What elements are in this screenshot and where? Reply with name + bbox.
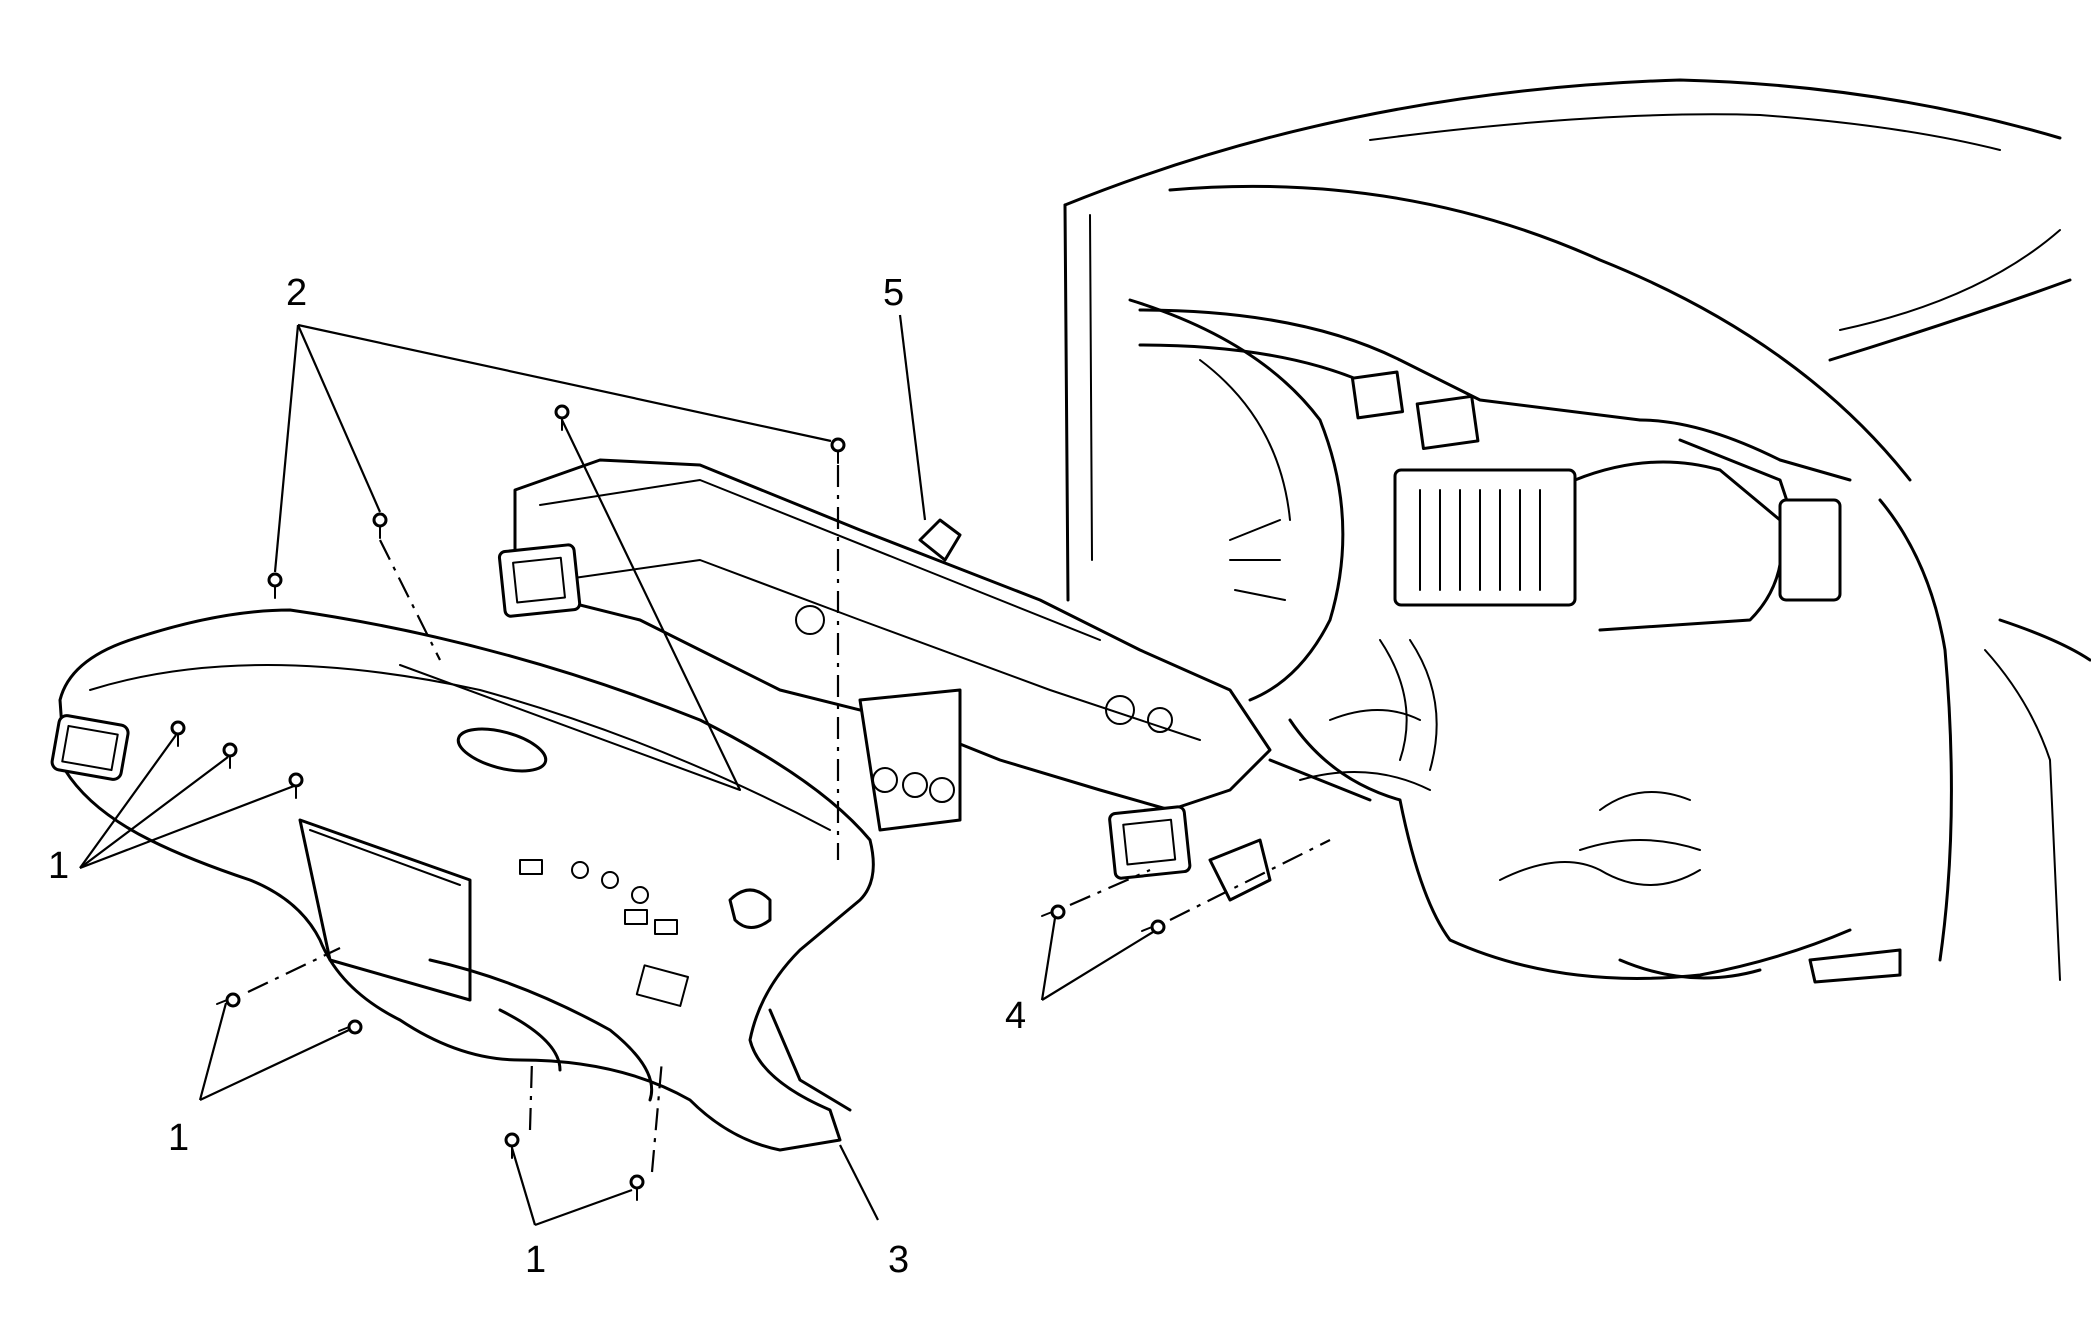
callout-4: 4 bbox=[1005, 995, 1026, 1037]
installation-lines bbox=[247, 465, 1331, 1173]
fastener bbox=[1141, 919, 1166, 935]
callout-1-upper: 1 bbox=[48, 845, 69, 887]
fastener bbox=[267, 572, 283, 599]
fastener bbox=[504, 1132, 520, 1159]
callout-labels: 2 5 1 1 1 3 4 bbox=[48, 272, 1026, 1281]
callout-1-bottom: 1 bbox=[525, 1239, 546, 1281]
fastener bbox=[222, 742, 238, 769]
fastener bbox=[372, 512, 388, 539]
callout-2: 2 bbox=[286, 272, 307, 314]
instrument-panel bbox=[50, 608, 875, 1152]
callout-1-left: 1 bbox=[168, 1117, 189, 1159]
leader-lines bbox=[79, 314, 1154, 1227]
fastener bbox=[338, 1019, 363, 1035]
fastener bbox=[216, 992, 241, 1008]
callout-5: 5 bbox=[883, 272, 904, 314]
fastener bbox=[554, 404, 570, 431]
instrument-panel-carrier bbox=[497, 458, 1272, 902]
fastener bbox=[830, 437, 846, 464]
callout-3: 3 bbox=[888, 1239, 909, 1281]
fastener bbox=[170, 720, 186, 747]
fastener bbox=[288, 772, 304, 799]
fastener bbox=[629, 1174, 645, 1201]
vehicle-body bbox=[1063, 78, 2091, 984]
fastener bbox=[1041, 904, 1066, 920]
fasteners bbox=[170, 404, 1166, 1201]
